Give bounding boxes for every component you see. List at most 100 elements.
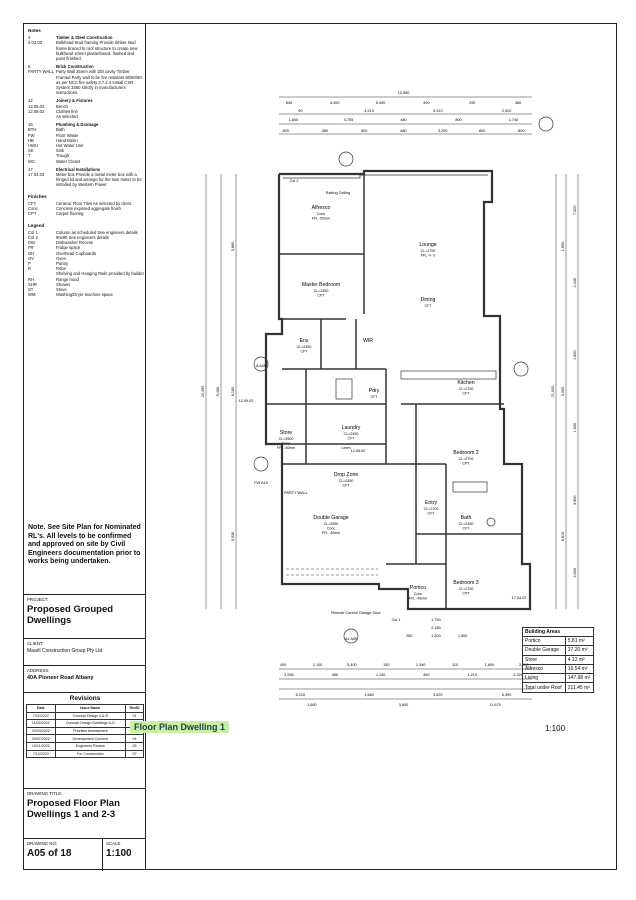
room-detail: CFT <box>463 392 471 396</box>
dimension-label: 1,300 <box>431 634 441 638</box>
revision-cell: 11/02/2022 <box>26 719 56 728</box>
plan-label: 12.05.02 <box>351 449 366 453</box>
dimension-label: 280 <box>406 634 412 638</box>
legend-code: DW <box>28 240 35 246</box>
room-detail: CL=2700 <box>459 457 474 461</box>
legend-text: Column as scheduled See engineers detail… <box>56 229 138 235</box>
notes-title: Notes <box>28 28 41 33</box>
room-detail: CL=2700 <box>459 387 474 391</box>
drawing-no: A05 of 18 <box>27 848 72 859</box>
dimension-label: 1,340 <box>416 663 426 667</box>
room-detail: FFL +/- 0 <box>421 254 436 258</box>
revision-cell: For Construction <box>54 749 127 759</box>
dimension-label: 290 <box>469 101 475 105</box>
legend-text: 90x90 See engineers details <box>56 234 109 240</box>
plan-label: A A05 <box>256 364 266 368</box>
room-detail: CFT <box>348 437 356 441</box>
revision-cell: Engineers Review <box>54 741 127 751</box>
dimension-label: 2,320 <box>513 673 523 677</box>
plan-label: 17.04.02 <box>512 596 527 600</box>
dimension-label: 5,310 <box>433 109 443 113</box>
dimension-label: 380 <box>515 101 521 105</box>
dimension-label: 1,140 <box>376 673 386 677</box>
finish-text: Carpet flooring <box>56 211 84 217</box>
dimension-label: 800 <box>518 129 524 133</box>
revisions-title: Revisions <box>69 695 101 702</box>
legend-text: Dishwasher Recess <box>56 240 94 246</box>
note-heading: Timber & Steel Construction <box>56 35 113 41</box>
section-marker <box>538 116 554 132</box>
revision-cell: 7/12/2023 <box>26 749 56 759</box>
finish-code: CPT <box>28 211 37 217</box>
room-name: Kitchen <box>457 380 474 386</box>
dimension-label: 1,600 <box>485 663 495 667</box>
revision-header-cell: Date <box>26 704 56 713</box>
client-name: Maarli Construction Group Pty Ltd <box>27 648 103 654</box>
address-value: 40A Pioneer Road Albany <box>27 675 94 681</box>
room-name: Lounge <box>419 242 436 248</box>
revision-header-cell: Issue Name <box>54 704 127 713</box>
dimension-label: 3,800 <box>399 703 409 707</box>
address-block: ADDRESS: 40A Pioneer Road Albany <box>24 665 146 692</box>
revision-cell: 05 <box>125 741 144 751</box>
legend-code: Col 2 <box>28 234 38 240</box>
room-name: Bedroom 3 <box>453 580 478 586</box>
revision-cell: Priorities Assessment <box>54 726 127 736</box>
dimension-label: 150 <box>383 663 389 667</box>
room-name: Alfresco <box>312 205 331 211</box>
legend-item: Shelving and Hanging Rails provided by b… <box>28 271 144 276</box>
dimension-label: 845 <box>286 101 292 105</box>
revision-cell: 04 <box>125 734 144 743</box>
legend-title: Legend <box>28 222 45 228</box>
legend-code: OV <box>28 255 35 261</box>
revision-cell: 19/11/2023 <box>26 741 56 751</box>
plan-label: Raking Ceiling <box>326 191 350 195</box>
dimension-label: 1,210 <box>467 673 477 677</box>
room-detail: FFL -40mm <box>322 531 340 535</box>
section-marker <box>343 628 359 644</box>
area-value: 147.98 m² <box>564 673 595 684</box>
dimension-label: 1,680 <box>364 693 374 697</box>
legend-code: WM <box>28 292 36 298</box>
plan-walls <box>205 96 579 700</box>
legend-item: Col 2 90x90 See engineers details <box>28 235 144 240</box>
dimension-label: 800 <box>479 129 485 133</box>
site-plan-note: Note. See Site Plan for Nominated RL's. … <box>28 524 141 566</box>
room-detail: CFT <box>371 395 379 399</box>
dimension-label: 450 <box>423 673 429 677</box>
legend-code: ST <box>28 286 34 292</box>
room-detail: CPT <box>462 592 470 596</box>
finish-text: Concrete exposed aggregate finish <box>56 206 121 212</box>
dimension-label: 3,900 <box>573 495 577 505</box>
dimension-label: 800 <box>282 129 288 133</box>
revision-cell: 7/02/2022 <box>26 711 56 721</box>
finish-item: CPT Carpet flooring <box>28 211 144 216</box>
note-heading: Joinery & Fixtures <box>56 98 93 104</box>
note-heading: Plumbing & Drainage <box>56 122 99 128</box>
dimension-label: 10,950 <box>398 91 410 95</box>
